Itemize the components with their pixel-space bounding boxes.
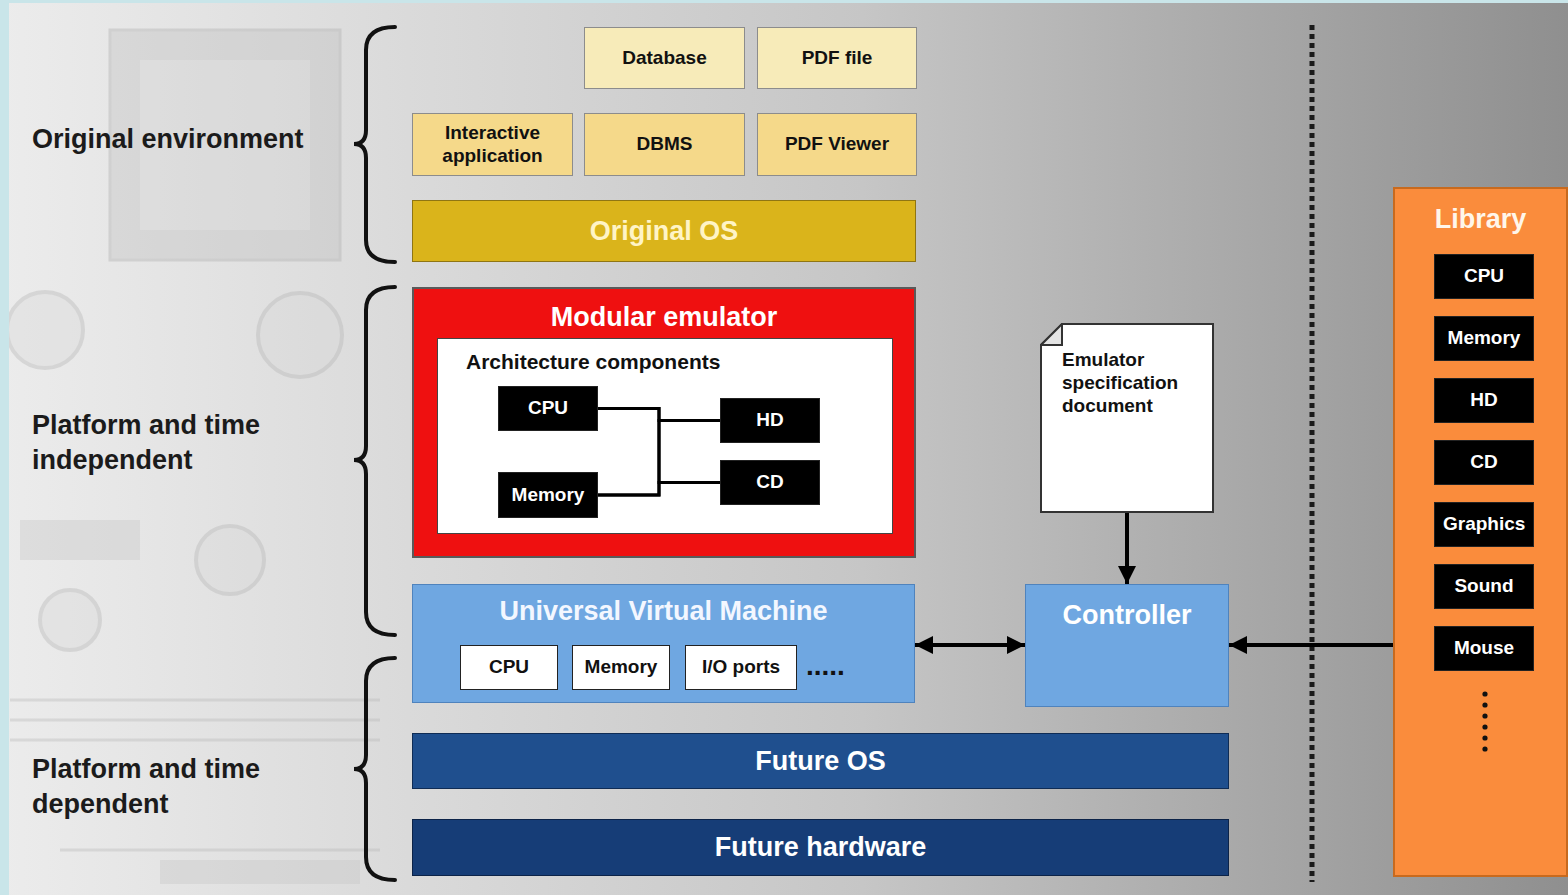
arrow-connector (1125, 513, 1129, 584)
os-band: Future OS (412, 733, 1229, 789)
hardware-band: Future hardware (412, 819, 1229, 876)
section-label: Platform and time independent (32, 408, 357, 478)
application-box: DBMS (584, 113, 745, 176)
box-text: CPU (489, 656, 529, 679)
circuit-illustration (7, 30, 380, 884)
frame-edge (0, 0, 1568, 3)
library-panel: LibraryCPU MemoryHD CD GraphicsSoundMouse (1393, 187, 1568, 877)
box-text: Original OS (590, 215, 739, 247)
box-text: Database (622, 47, 707, 70)
box-text: CD (756, 471, 783, 494)
box-text: CPU (528, 397, 568, 420)
arrow-connector (915, 643, 1025, 647)
vm-component-box: CPU (460, 645, 558, 690)
box-text: PDF Viewer (785, 133, 889, 156)
section-label: Original environment (32, 122, 357, 157)
box-text: Memory (1448, 327, 1521, 350)
heading-text: Universal Virtual Machine (499, 595, 827, 627)
box-text: Mouse (1454, 637, 1514, 660)
vm-component-box: Memory (572, 645, 670, 690)
bus-wire (598, 421, 720, 496)
document-fold (1041, 324, 1062, 345)
component-box: HD (1434, 378, 1534, 423)
box-text: Memory (512, 484, 585, 507)
section-label: Platform and time dependent (32, 752, 357, 822)
heading-text: Library (1435, 203, 1527, 235)
box-text: Interactive application (421, 122, 564, 168)
arrow-connector (1229, 643, 1393, 647)
bracket (354, 27, 395, 880)
frame-edge (0, 0, 9, 895)
ellipsis-mark: ..... (806, 648, 876, 684)
data-box: Database (584, 27, 745, 89)
controller-box: Controller (1025, 584, 1229, 707)
component-box: CPU (498, 386, 598, 431)
box-text: Future OS (755, 745, 886, 777)
vm-component-box: I/O ports (685, 645, 797, 690)
box-text: CPU (1464, 265, 1504, 288)
application-box: PDF Viewer (757, 113, 917, 176)
bus-wire (598, 409, 720, 483)
box-text: Future hardware (715, 831, 927, 863)
component-box: CD (1434, 440, 1534, 485)
heading-text: Emulator specification document (1062, 349, 1202, 417)
document-shape: Emulator specification document (1040, 323, 1214, 513)
bus-wire (598, 483, 720, 496)
component-box: HD (720, 398, 820, 443)
component-box: Sound (1434, 564, 1534, 609)
components-box: Architecture componentsCPU HD Memory CD (437, 338, 893, 534)
component-box: Memory (498, 472, 598, 518)
component-box: Memory (1434, 316, 1534, 361)
box-text: I/O ports (702, 656, 780, 679)
box-text: CD (1470, 451, 1497, 474)
component-box: CPU (1434, 254, 1534, 299)
component-box: Graphics (1434, 502, 1534, 547)
box-text: Graphics (1443, 513, 1525, 536)
more-dots (1482, 691, 1487, 751)
document-page (1041, 324, 1213, 512)
box-text: HD (756, 409, 783, 432)
heading-text: Architecture components (466, 349, 720, 374)
os-band: Original OS (412, 200, 916, 262)
box-text: DBMS (637, 133, 693, 156)
box-text: PDF file (802, 47, 873, 70)
heading-text: Modular emulator (551, 301, 778, 333)
emulator-box: Modular emulatorArchitecture componentsC… (412, 287, 916, 558)
heading-text: Controller (1062, 599, 1191, 631)
divider-line (1310, 25, 1315, 882)
application-box: Interactive application (412, 113, 573, 176)
component-box: Mouse (1434, 626, 1534, 671)
component-box: CD (720, 460, 820, 505)
virtual-machine-box: Universal Virtual MachineCPU Memory I/O po… (412, 584, 915, 703)
box-text: HD (1470, 389, 1497, 412)
box-text: Memory (585, 656, 658, 679)
box-text: Sound (1454, 575, 1513, 598)
bus-wire (598, 409, 720, 421)
data-box: PDF file (757, 27, 917, 89)
